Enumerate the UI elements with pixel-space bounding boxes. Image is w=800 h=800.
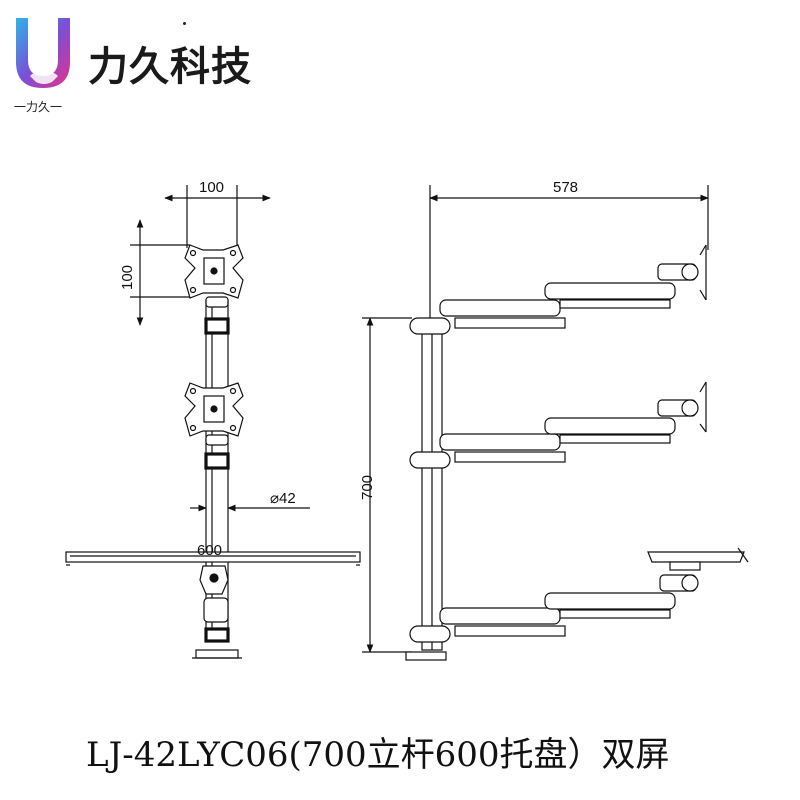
dim-pole-height-label: 700: [359, 475, 376, 500]
arm-bottom: [409, 547, 749, 643]
arm-middle: [409, 381, 707, 469]
dim-width-label: 100: [199, 179, 224, 196]
front-base: [195, 649, 239, 659]
dim-reach-label: 578: [553, 179, 578, 196]
dim-height-label: 100: [119, 265, 136, 290]
arm-top: [409, 244, 707, 335]
brand-name: 力久科技: [88, 44, 252, 90]
front-tray: [65, 551, 361, 563]
brand-dot: [183, 22, 186, 25]
side-view: [362, 185, 749, 661]
side-base: [405, 651, 447, 661]
product-caption: LJ-42LYC06(700立杆600托盘）双屏: [86, 735, 670, 775]
side-tray: [647, 551, 745, 563]
dim-tray-label: 600: [197, 542, 222, 559]
brand-subtitle: 一力久一: [14, 100, 63, 114]
brand-u-icon: [16, 18, 70, 88]
front-view: [65, 185, 361, 659]
dim-diameter-label: ⌀42: [270, 490, 296, 507]
brand-logo: 力久科技 一力久一: [8, 10, 268, 114]
